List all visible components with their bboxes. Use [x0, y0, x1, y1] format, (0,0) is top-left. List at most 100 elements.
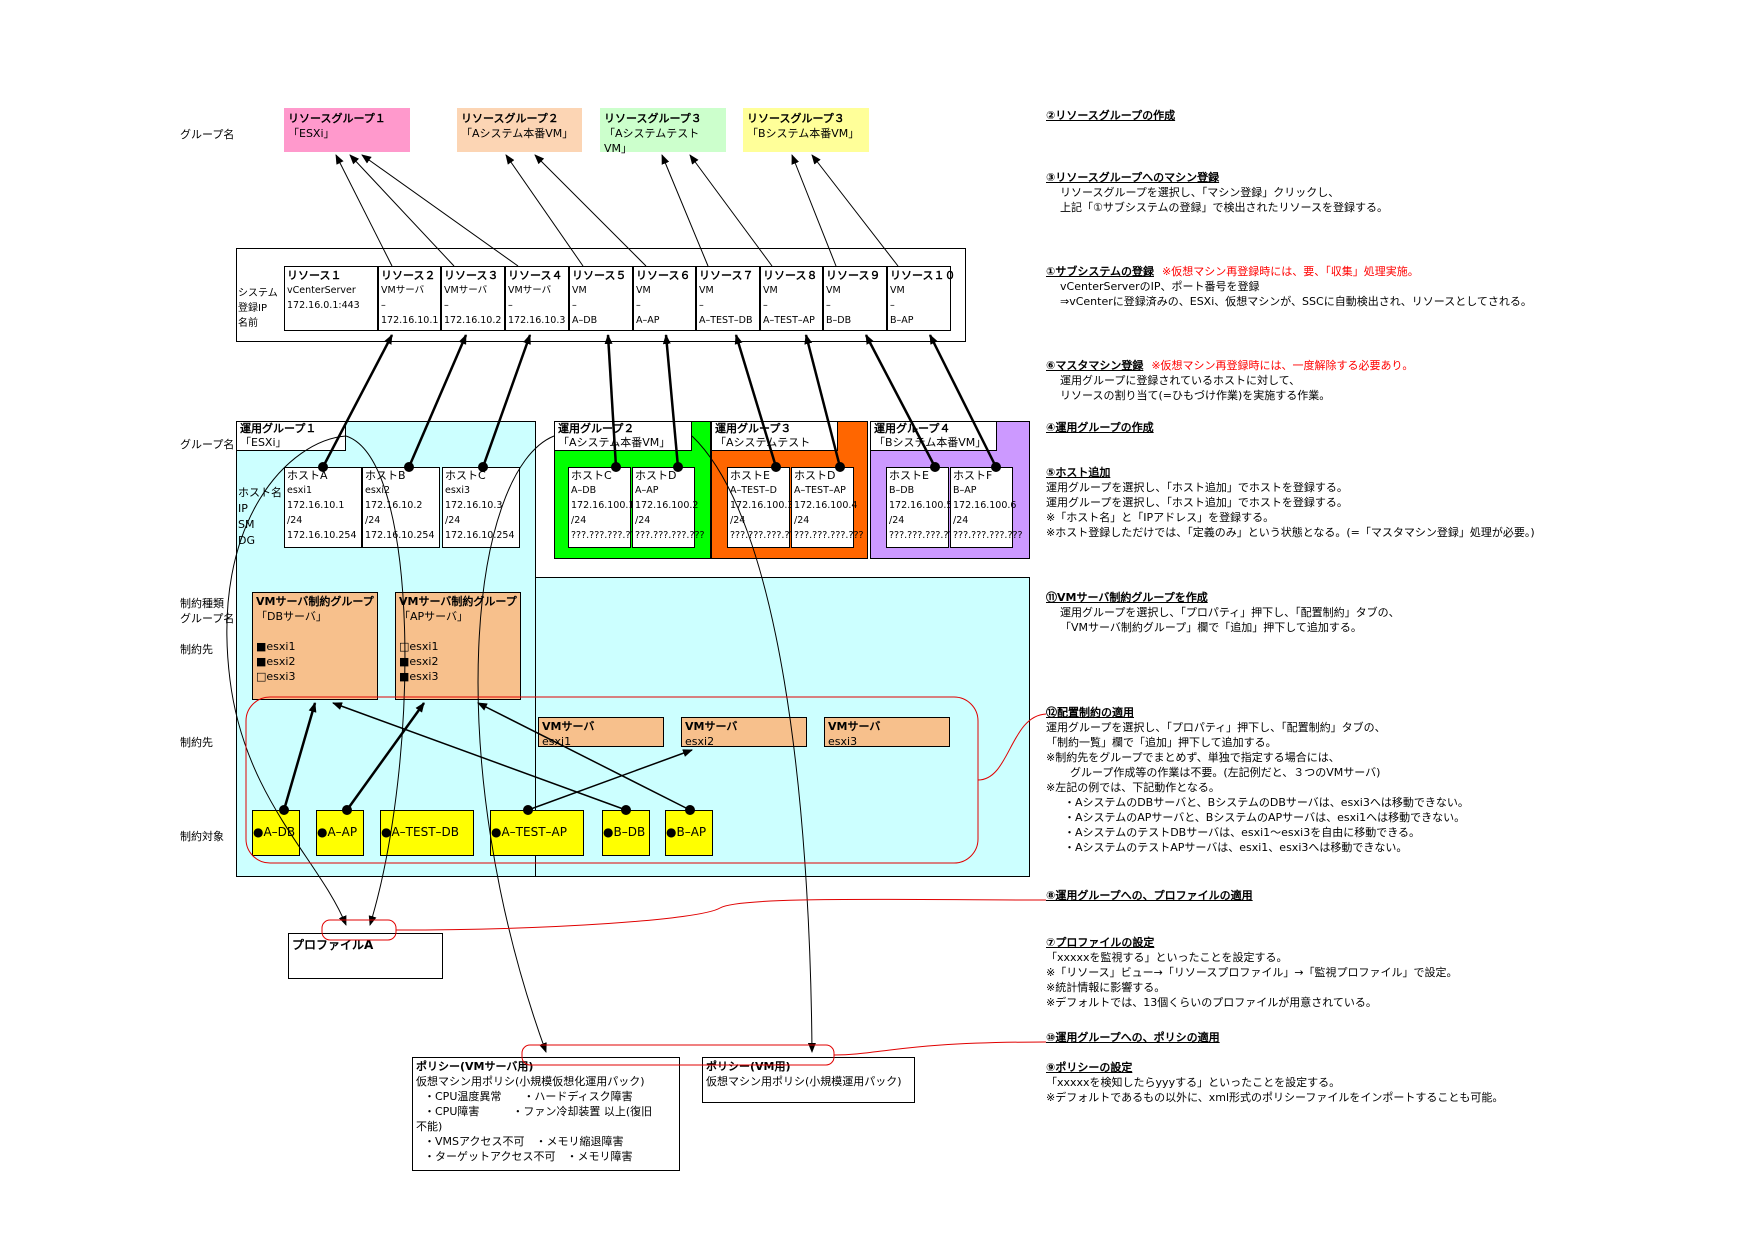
policy-line: 不能) [416, 1120, 443, 1133]
host-field: A–TEST–D [730, 485, 777, 496]
note-line: ・AシステムのテストAPサーバは、esxi1、esxi3へは移動できない。 [1064, 841, 1408, 854]
note-heading: ⑪VMサーバ制約グループを作成 [1046, 591, 1208, 604]
vm-server-title: VMサーバ [828, 720, 881, 733]
note-block: ③リソースグループへのマシン登録リソースグループを選択し、「マシン登録」クリック… [1046, 170, 1388, 215]
note-line: ・AシステムのAPサーバと、BシステムのAPサーバは、esxi1へは移動できない… [1064, 811, 1466, 824]
policy-title: ポリシー(VMサーバ用) [416, 1060, 534, 1073]
resource-field: A–TEST–AP [763, 315, 815, 326]
host-field: esxi1 [287, 485, 313, 496]
resource-field: 172.16.10.1 [381, 315, 439, 326]
host-field: 172.16.100.3 [730, 500, 794, 511]
host-field: /24 [889, 515, 905, 526]
resource-field: – [699, 300, 704, 311]
host-name-label: ホスト名 [238, 486, 282, 499]
resource-field [287, 313, 375, 328]
note-block: ②リソースグループの作成 [1046, 108, 1175, 123]
host-title: ホストF [953, 469, 993, 482]
resource-name: リソース７ [699, 269, 754, 282]
host-field: 172.16.100.4 [794, 500, 858, 511]
note-line: vCenterServerのIP、ポート番号を登録 [1060, 280, 1260, 293]
policy-title: ポリシー(VM用) [706, 1060, 791, 1073]
constraint-item: ■esxi1 [256, 640, 296, 653]
profile-title: プロファイルA [292, 938, 374, 952]
note-heading: ④運用グループの作成 [1046, 421, 1154, 434]
constraint-group-sub: 「DBサーバ」 [256, 610, 327, 623]
note-line: ※デフォルトであるもの以外に、xml形式のポリシーファイルをインポートすることも… [1046, 1091, 1504, 1104]
resource-field: VM [763, 285, 778, 296]
note-warning: ※仮想マシン再登録時には、要、「収集」処理実施。 [1161, 265, 1419, 278]
host-field: ???.???.???.?? [730, 530, 795, 541]
note-heading: ⑨ポリシーの設定 [1046, 1061, 1133, 1074]
resource-group-sub: 「ESXi」 [288, 127, 335, 140]
resource-field: A–DB [572, 315, 598, 326]
resource-name: リソース８ [763, 269, 818, 282]
note-line: 運用グループを選択し、「プロパティ」押下し、「配置制約」タブの、 [1060, 606, 1400, 619]
host-field: ???.???.???.?? [571, 530, 636, 541]
resource-group-sub: 「Aシステム本番VM」 [461, 127, 574, 140]
resource-field: B–DB [826, 315, 852, 326]
name-row-label: 名前 [238, 318, 258, 329]
host-field: esxi2 [365, 485, 391, 496]
host-field: A–TEST–AP [794, 485, 846, 496]
constraint-group-title: VMサーバ制約グループ [256, 595, 374, 608]
constraint-item: □esxi1 [399, 640, 439, 653]
host-field: 172.16.10.2 [365, 500, 423, 511]
host-field: ???.???.???.??? [635, 530, 705, 541]
note-line: ※統計情報に影響する。 [1046, 981, 1166, 994]
resource-field: VM [636, 285, 651, 296]
resource-group-sub: 「Bシステム本番VM」 [747, 127, 860, 140]
resource-field: – [381, 300, 386, 311]
host-field: A–AP [635, 485, 659, 496]
target-a-db: ●A–DB [252, 810, 300, 856]
vm-server-title: VMサーバ [685, 720, 738, 733]
target-a-test-ap: ●A–TEST–AP [490, 810, 584, 856]
constraint-item: ■esxi2 [256, 655, 296, 668]
resource-field: – [826, 300, 831, 311]
resource-field: VMサーバ [444, 285, 488, 296]
host-row-labels: ホスト名 IP SM DG [238, 485, 282, 549]
host-field: /24 [571, 515, 587, 526]
note-block: ⑫配置制約の適用運用グループを選択し、「プロパティ」押下し、「配置制約」タブの、… [1046, 705, 1469, 855]
resource-group-sub: 「Aシステムテスト VM」 [604, 127, 700, 155]
resource-field: A–AP [636, 315, 660, 326]
constraint-dest-label: 制約先 [180, 643, 213, 656]
policy-vmserver-box: ポリシー(VMサーバ用) 仮想マシン用ポリシ(小規模仮想化運用パック) ・CPU… [412, 1057, 680, 1171]
host-field: /24 [730, 515, 746, 526]
policy-line: 仮想マシン用ポリシ(小規模仮想化運用パック) [416, 1075, 645, 1088]
ops-group-sub: 「Bシステム本番VM」 [874, 436, 987, 449]
host-field: 172.16.100.6 [953, 500, 1017, 511]
resource-field: VMサーバ [381, 285, 425, 296]
note-line: ※制約先をグループでまとめず、単独で指定する場合には、 [1046, 751, 1340, 764]
resource-field: A–TEST–DB [699, 315, 753, 326]
host-field: 172.16.10.3 [445, 500, 503, 511]
resource-group-3: リソースグループ３ 「Aシステムテスト VM」 [600, 108, 726, 155]
note-heading: ⑦プロファイルの設定 [1046, 936, 1155, 949]
note-heading: ③リソースグループへのマシン登録 [1046, 171, 1220, 184]
constraint-item: ■esxi2 [399, 655, 439, 668]
host-title: ホストC [445, 469, 486, 482]
ops-group-title: 運用グループ１ [240, 422, 317, 435]
host-field: ???.???.???.??? [794, 530, 864, 541]
target-a-test-db: ●A–TEST–DB [380, 810, 474, 856]
resource-group-title: リソースグループ２ [461, 112, 559, 125]
vm-server-esxi1: VMサーバ esxi1 [538, 717, 664, 748]
resource-name: リソース４ [508, 269, 563, 282]
ops-group-sub: 「Aシステム本番VM」 [558, 436, 671, 449]
resource-field: – [890, 300, 895, 311]
note-heading: ⑧運用グループへの、プロファイルの適用 [1046, 889, 1253, 902]
note-line: 運用グループを選択し、「ホスト追加」でホストを登録する。 [1046, 481, 1348, 494]
constraint-item: □esxi3 [256, 670, 296, 683]
target-b-db: ●B–DB [602, 810, 650, 856]
resource-name: リソース１０ [890, 269, 956, 282]
ip-row-label: 登録IP [238, 303, 267, 314]
